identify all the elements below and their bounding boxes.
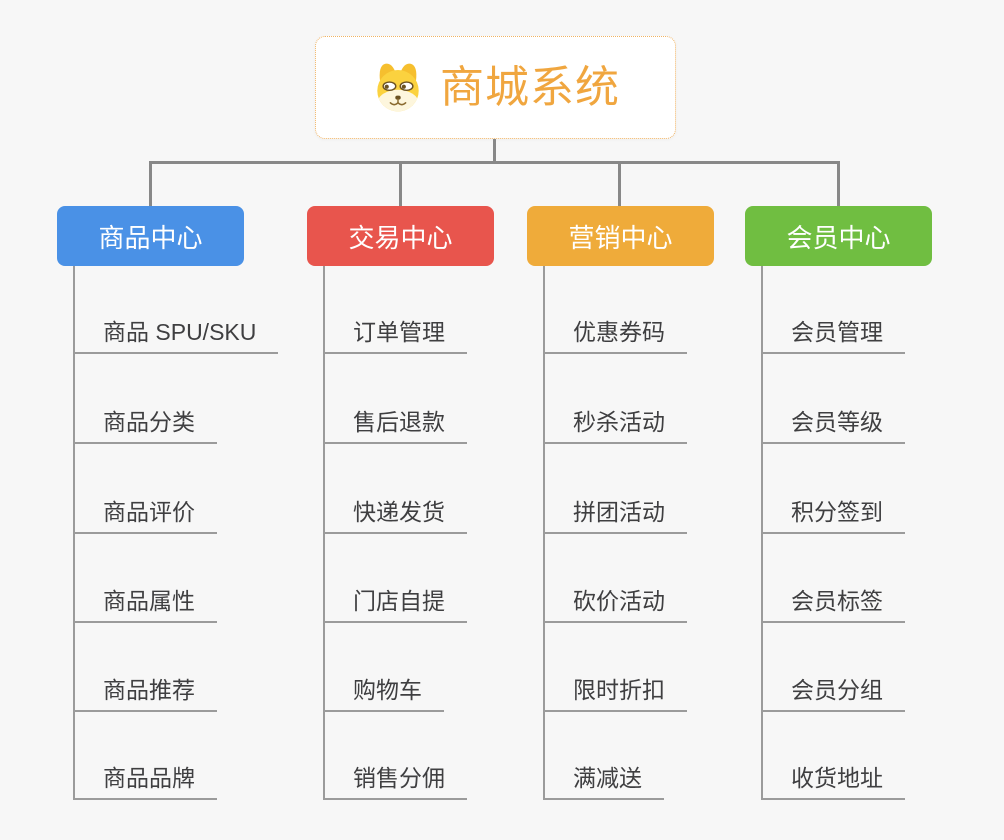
leaf-node[interactable]: 拼团活动 <box>543 494 687 534</box>
leaf-node[interactable]: 快递发货 <box>323 494 467 534</box>
leaf-node[interactable]: 购物车 <box>323 672 444 712</box>
branch-header-trade[interactable]: 交易中心 <box>307 206 494 266</box>
leaf-node[interactable]: 商品品牌 <box>73 760 217 800</box>
connector-root-stem <box>493 139 496 164</box>
leaf-node[interactable]: 收货地址 <box>761 760 905 800</box>
branch-header-marketing[interactable]: 营销中心 <box>527 206 714 266</box>
leaf-node[interactable]: 砍价活动 <box>543 583 687 623</box>
leaf-node[interactable]: 优惠券码 <box>543 314 687 354</box>
leaf-node[interactable]: 积分签到 <box>761 494 905 534</box>
dog-icon <box>377 63 419 111</box>
leaf-node[interactable]: 门店自提 <box>323 583 467 623</box>
leaf-node[interactable]: 售后退款 <box>323 404 467 444</box>
connector-drop-2 <box>399 161 402 207</box>
leaf-node[interactable]: 满减送 <box>543 760 664 800</box>
connector-drop-1 <box>149 161 152 207</box>
leaf-node[interactable]: 限时折扣 <box>543 672 687 712</box>
root-node[interactable]: 商城系统 <box>315 36 676 139</box>
leaf-node[interactable]: 会员分组 <box>761 672 905 712</box>
leaf-node[interactable]: 商品属性 <box>73 583 217 623</box>
leaf-node[interactable]: 销售分佣 <box>323 760 467 800</box>
leaf-node[interactable]: 会员等级 <box>761 404 905 444</box>
leaf-node[interactable]: 商品推荐 <box>73 672 217 712</box>
connector-drop-3 <box>618 161 621 207</box>
leaf-node[interactable]: 商品评价 <box>73 494 217 534</box>
leaf-node[interactable]: 会员管理 <box>761 314 905 354</box>
connector-rail <box>149 161 840 164</box>
leaf-node[interactable]: 会员标签 <box>761 583 905 623</box>
leaf-node[interactable]: 秒杀活动 <box>543 404 687 444</box>
connector-drop-4 <box>837 161 840 207</box>
leaf-node[interactable]: 商品 SPU/SKU <box>73 314 279 354</box>
leaf-node[interactable]: 商品分类 <box>73 404 217 444</box>
branch-header-products[interactable]: 商品中心 <box>57 206 244 266</box>
leaf-node[interactable]: 订单管理 <box>323 314 467 354</box>
root-title: 商城系统 <box>440 62 620 112</box>
branch-header-members[interactable]: 会员中心 <box>745 206 932 266</box>
